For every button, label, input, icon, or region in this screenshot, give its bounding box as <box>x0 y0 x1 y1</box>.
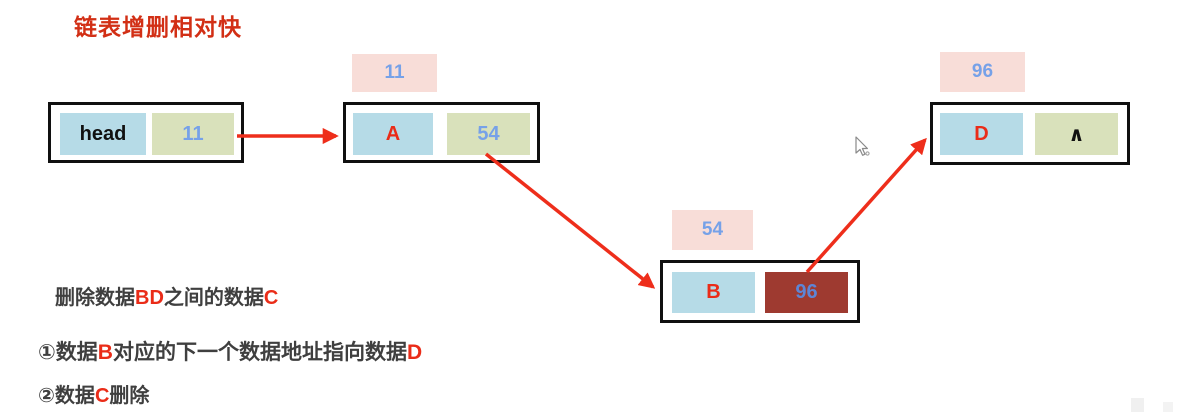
node-head-pointer-cell: 11 <box>152 113 234 155</box>
node-a-address-label: 11 <box>352 54 437 92</box>
note2-em-d: D <box>406 341 423 364</box>
ghost-square-1 <box>1131 398 1144 412</box>
node-d: D ∧ <box>930 102 1130 165</box>
node-head-name-cell: head <box>60 113 146 155</box>
note-step2: ②数据C删除 <box>38 379 149 408</box>
note3-text2: 删除 <box>109 385 150 407</box>
node-d-address-label: 96 <box>940 52 1025 92</box>
note2-text2: 对应的下一个数据地址指向数据 <box>112 341 407 364</box>
node-head: head 11 <box>48 102 244 163</box>
note1-text2: 之间的数据 <box>163 287 264 309</box>
node-a: A 54 <box>343 102 540 163</box>
node-d-null-cell: ∧ <box>1035 113 1118 155</box>
node-b-pointer-cell-highlighted: 96 <box>765 272 848 313</box>
note3-em-c: C <box>94 385 110 407</box>
note1-em-bd: BD <box>135 287 164 309</box>
note2-text: ①数据 <box>38 341 98 364</box>
node-b: B 96 <box>660 260 860 323</box>
note1-em-c: C <box>263 287 279 309</box>
arrow-a-to-b <box>484 152 656 289</box>
note1-text: 删除数据 <box>55 287 135 309</box>
mouse-cursor-icon <box>855 136 870 156</box>
note-step1: ①数据B对应的下一个数据地址指向数据D <box>38 336 422 366</box>
node-b-address-label: 54 <box>672 210 753 250</box>
slide-title: 链表增删相对快 <box>74 14 242 40</box>
node-a-name-cell: A <box>353 113 433 155</box>
note-delete-c: 删除数据BD之间的数据C <box>55 281 278 310</box>
node-b-name-cell: B <box>672 272 755 313</box>
ghost-square-2 <box>1163 402 1173 412</box>
node-a-pointer-cell: 54 <box>447 113 530 155</box>
node-d-name-cell: D <box>940 113 1023 155</box>
note2-em-b: B <box>97 341 113 364</box>
arrow-b-to-d <box>805 137 927 274</box>
note3-text: ②数据 <box>38 385 95 407</box>
